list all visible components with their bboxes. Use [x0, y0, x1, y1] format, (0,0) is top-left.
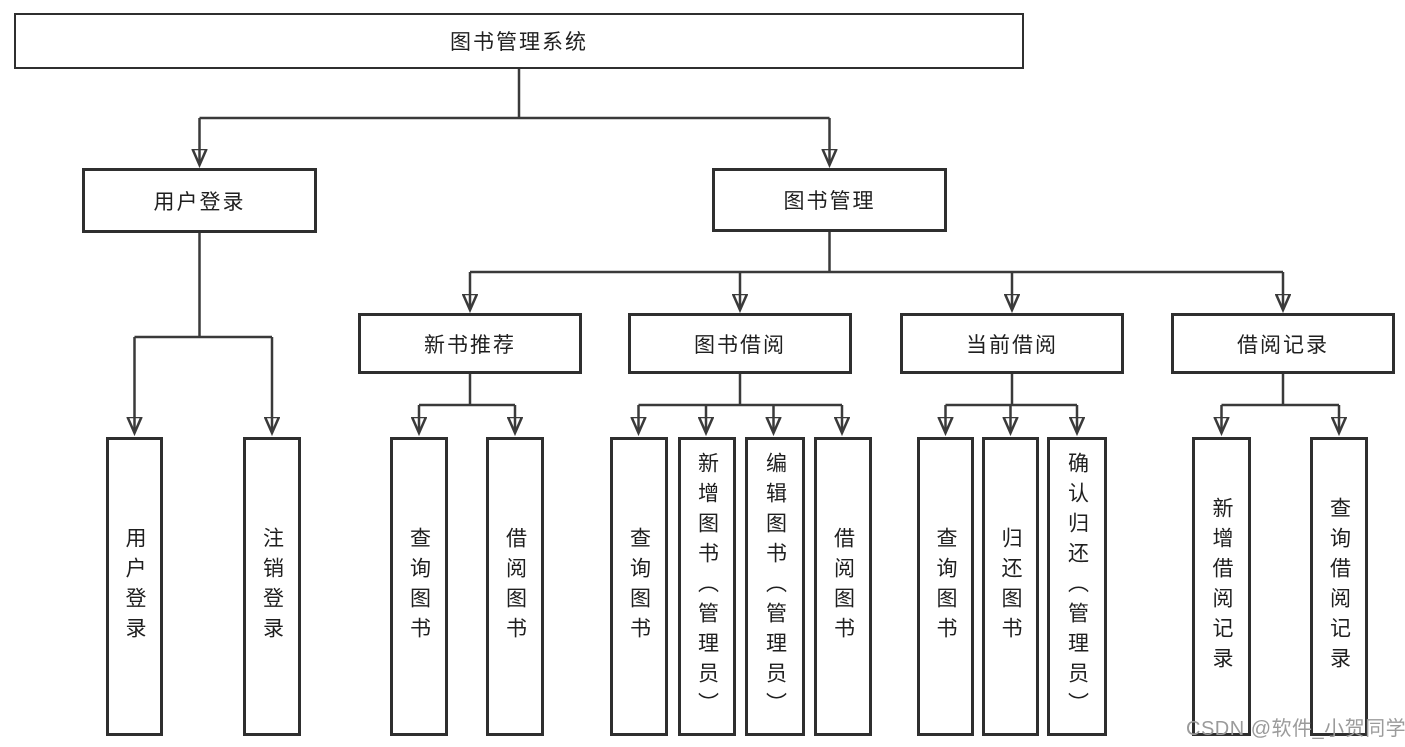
- leaf-label: 借阅图书: [831, 526, 855, 647]
- leaf-label: 归还图书: [999, 526, 1022, 647]
- node-bb-borrow-book: 借阅图书: [814, 437, 872, 736]
- watermark: CSDN @软件_小贺同学: [1186, 718, 1405, 740]
- leaf-label: 编辑图书（管理员）: [763, 451, 787, 722]
- node-current-borrow: 当前借阅: [900, 313, 1124, 374]
- leaf-label: 查询借阅记录: [1327, 496, 1351, 677]
- edges-user-login-children: [135, 233, 273, 432]
- node-root: 图书管理系统: [14, 13, 1024, 69]
- node-new-book-rec: 新书推荐: [358, 313, 582, 374]
- node-book-mgmt: 图书管理: [712, 168, 947, 232]
- node-cb-return-book: 归还图书: [982, 437, 1039, 736]
- node-book-borrow: 图书借阅: [628, 313, 852, 374]
- leaf-label: 用户登录: [123, 526, 146, 647]
- node-br-query-record: 查询借阅记录: [1310, 437, 1368, 736]
- edges-book-borrow-children: [639, 374, 843, 432]
- leaf-label: 查询图书: [934, 526, 957, 647]
- node-bb-edit-book: 编辑图书（管理员）: [745, 437, 805, 736]
- edges-root-to-level2: [200, 69, 830, 164]
- leaf-label: 借阅图书: [503, 526, 527, 647]
- edges-new-book-rec-children: [419, 374, 515, 432]
- leaf-label: 确认归还（管理员）: [1065, 451, 1089, 722]
- node-nb-query-book: 查询图书: [390, 437, 448, 736]
- edges-borrow-records-children: [1222, 374, 1340, 432]
- node-leaf-user-login: 用户登录: [106, 437, 163, 736]
- edges-current-borrow-children: [946, 374, 1078, 432]
- node-bb-add-book: 新增图书（管理员）: [678, 437, 736, 736]
- node-br-add-record: 新增借阅记录: [1192, 437, 1251, 736]
- node-cb-query-book: 查询图书: [917, 437, 974, 736]
- node-bb-query-book: 查询图书: [610, 437, 668, 736]
- leaf-label: 查询图书: [407, 526, 431, 647]
- leaf-label: 注销登录: [260, 526, 284, 647]
- leaf-label: 新增图书（管理员）: [695, 451, 719, 722]
- node-nb-borrow-book: 借阅图书: [486, 437, 544, 736]
- node-leaf-logout: 注销登录: [243, 437, 301, 736]
- node-user-login: 用户登录: [82, 168, 317, 233]
- edges-book-mgmt-children: [470, 232, 1283, 309]
- node-borrow-records: 借阅记录: [1171, 313, 1395, 374]
- leaf-label: 新增借阅记录: [1210, 496, 1233, 677]
- node-cb-confirm-return: 确认归还（管理员）: [1047, 437, 1107, 736]
- leaf-label: 查询图书: [627, 526, 651, 647]
